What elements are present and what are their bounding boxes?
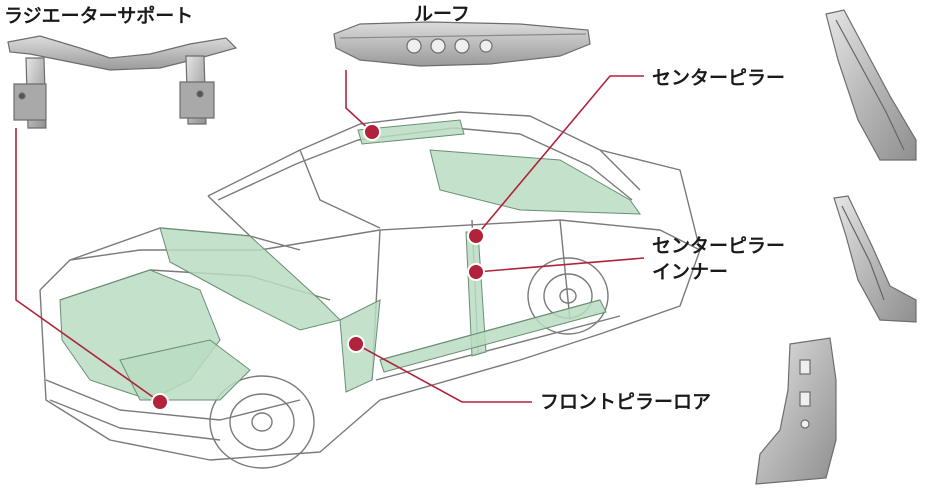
marker-center-pillar-inner (467, 263, 485, 281)
highlighted-structure (59, 119, 641, 401)
label-center-pillar-inner-line2: インナー (652, 261, 729, 283)
front-wheel (209, 375, 315, 469)
leader-roof (345, 70, 373, 133)
leader-center-pillar-inner (475, 257, 645, 273)
radiator-support-part-image (7, 35, 238, 129)
label-front-pillar-lower: フロントピラーロア (540, 391, 712, 413)
center-pillar-inner-part-image (833, 195, 917, 323)
marker-front-pillar-lower (347, 335, 365, 353)
center-pillar-part-image (825, 9, 917, 161)
marker-roof (363, 123, 381, 141)
label-center-pillar-inner-line1: センターピラー (652, 235, 786, 257)
leader-center-pillar (475, 75, 644, 237)
front-pillar-lower-part-image (755, 337, 837, 485)
label-center-pillar: センターピラー (652, 67, 786, 89)
leader-lines (15, 70, 645, 403)
label-radiator-support: ラジエーターサポート (4, 5, 194, 27)
leader-front-pillar-lower (355, 343, 532, 403)
markers (151, 123, 485, 411)
label-roof: ルーフ (414, 3, 470, 25)
roof-part-image (333, 21, 591, 67)
marker-center-pillar (467, 227, 485, 245)
leader-radiator-support (15, 128, 161, 403)
marker-radiator-support (151, 393, 169, 411)
